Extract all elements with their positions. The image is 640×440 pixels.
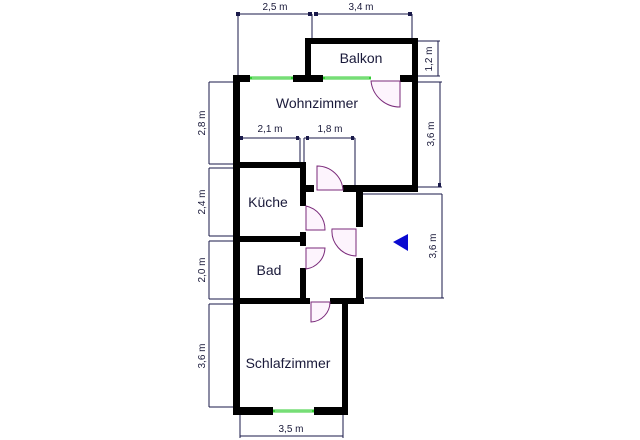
windows bbox=[250, 76, 371, 413]
room-label-kueche: Küche bbox=[248, 194, 288, 210]
dim-left-wohnzimmer: 2,8 m bbox=[197, 110, 208, 135]
walls bbox=[233, 38, 418, 415]
room-label-schlafzimmer: Schlafzimmer bbox=[246, 355, 331, 371]
dim-left-bad: 2,0 m bbox=[197, 257, 208, 282]
door-kueche[interactable] bbox=[305, 205, 326, 231]
door-balkon[interactable] bbox=[370, 80, 401, 108]
dim-wohnzimmer-right: 3,6 m bbox=[426, 121, 437, 146]
dim-left-kueche: 2,4 m bbox=[197, 189, 208, 214]
room-label-wohnzimmer: Wohnzimmer bbox=[276, 95, 359, 111]
dim-stair-right: 3,6 m bbox=[428, 233, 439, 258]
dim-inner-right: 1,8 m bbox=[317, 124, 342, 135]
dim-left-schlafzimmer: 3,6 m bbox=[197, 343, 208, 368]
doors bbox=[305, 80, 401, 323]
dim-top-right: 3,4 m bbox=[348, 2, 373, 13]
room-labels: Balkon Wohnzimmer Küche Bad Schlafzimmer bbox=[246, 50, 383, 371]
door-bad[interactable] bbox=[305, 247, 326, 270]
dim-inner-left: 2,1 m bbox=[257, 124, 282, 135]
door-entrance[interactable] bbox=[331, 228, 357, 257]
room-label-balkon: Balkon bbox=[340, 50, 383, 66]
room-label-bad: Bad bbox=[257, 262, 282, 278]
dimension-labels: 2,5 m 3,4 m 1,2 m 3,6 m 2,1 m 1,8 m 2,8 … bbox=[197, 2, 439, 435]
dim-bottom: 3,5 m bbox=[278, 424, 303, 435]
dimension-lines bbox=[208, 12, 444, 438]
entrance-arrow-icon bbox=[393, 234, 408, 251]
dim-top-left: 2,5 m bbox=[262, 2, 287, 13]
dim-balkon-depth: 1,2 m bbox=[424, 46, 435, 71]
door-schlafzimmer[interactable] bbox=[310, 301, 331, 323]
door-wohnzimmer[interactable] bbox=[316, 165, 344, 191]
